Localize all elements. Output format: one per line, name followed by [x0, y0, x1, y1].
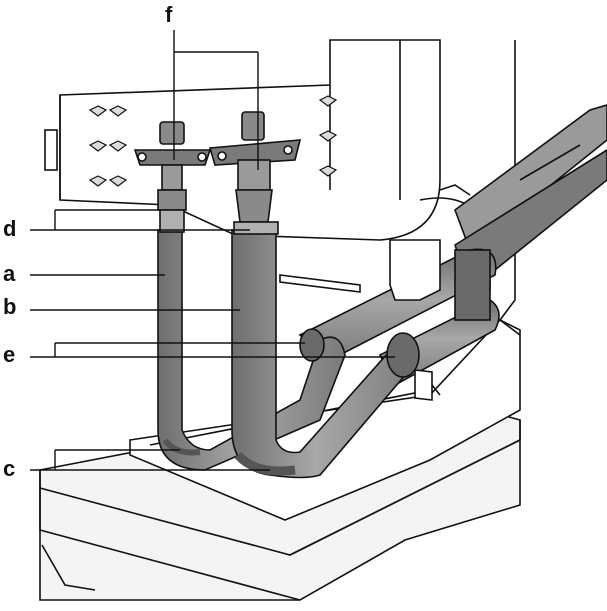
callout-a: a [3, 261, 16, 286]
callout-c: c [3, 456, 16, 481]
callout-e: e [3, 342, 16, 367]
insulated-pipe-b [231, 229, 420, 479]
callout-b: b [3, 294, 17, 319]
stop-valve-left [133, 121, 212, 233]
pipe-bracket [279, 239, 441, 401]
callout-d: d [3, 216, 17, 241]
stop-valve-right [208, 111, 302, 235]
callout-f: f [165, 2, 173, 27]
leader-lines [30, 30, 395, 471]
